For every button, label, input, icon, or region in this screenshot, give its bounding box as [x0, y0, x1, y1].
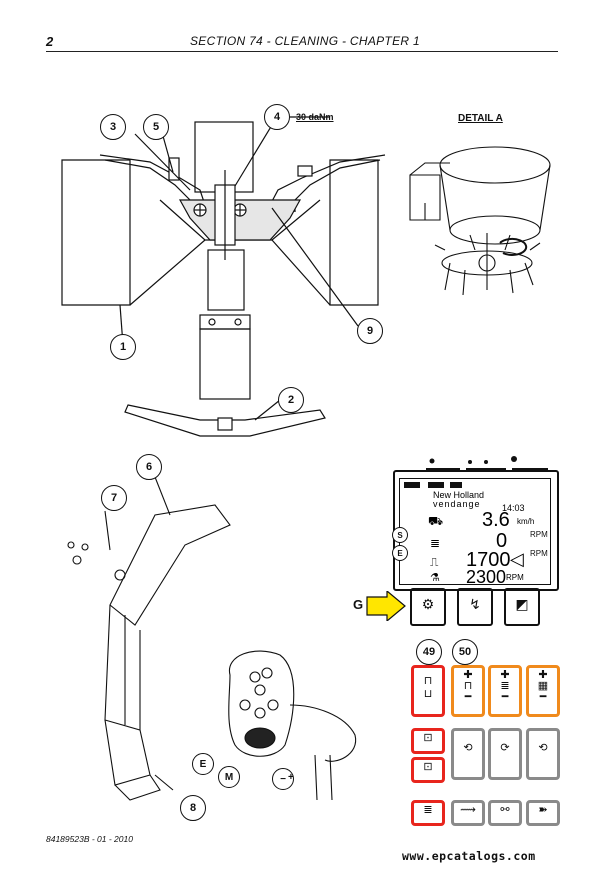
torque-label: 30 daNm [296, 112, 334, 122]
side-rpm-2: RPM [530, 549, 548, 558]
callout-3: 3 [100, 114, 126, 140]
rotor-icon: ⟲ [463, 742, 473, 754]
section-title: SECTION 74 - CLEANING - CHAPTER 1 [190, 34, 420, 48]
rotor-icon-2: ⟳ [500, 742, 510, 754]
control-grey-6[interactable]: ➽ [526, 800, 560, 826]
bin-icon: ⊡ [423, 732, 433, 744]
handle-label-plus: + [288, 772, 294, 783]
header-rule [46, 51, 558, 52]
plus-minus-icon: ✚⊓━ [463, 669, 473, 703]
selector-key-fan[interactable]: ↯ [457, 588, 493, 626]
housing-right [329, 159, 379, 306]
shaft-column-upper [194, 121, 254, 193]
g-arrow-icon [366, 591, 406, 621]
bin-icon-2: ⊡ [423, 761, 433, 773]
callout-49: 49 [416, 639, 442, 665]
control-orange-3[interactable]: ✚▦━ [526, 665, 560, 717]
plus-minus-icon-2: ✚≣━ [500, 669, 510, 703]
screen-bars [404, 482, 462, 488]
side-rpm-1: RPM [530, 530, 548, 539]
plus-minus-icon-3: ✚▦━ [537, 669, 549, 703]
rpm-unit: RPM [506, 573, 524, 582]
control-orange-1[interactable]: ✚⊓━ [451, 665, 485, 717]
fan-hub-diagram [61, 116, 386, 437]
control-orange-2[interactable]: ✚≣━ [488, 665, 522, 717]
screen-line-2: vendange [433, 499, 481, 509]
fan-icon: ⎍ [430, 555, 439, 569]
conveyor-icon: ≣ [430, 536, 441, 550]
badge-s: S [392, 527, 408, 543]
spout-up-icon: ⊓⊔ [423, 675, 433, 700]
monitor-display: New Holland vendange 14:03 ⛟ 3.6 km/h ≣ … [393, 470, 559, 591]
g-label: G [353, 597, 364, 612]
page-number: 2 [46, 34, 54, 49]
speed-unit: km/h [517, 517, 535, 526]
rotor-icon-3: ⟲ [538, 742, 548, 754]
spout-diagram [67, 476, 357, 801]
control-red-3[interactable]: ⊡ [411, 757, 445, 783]
callout-8: 8 [180, 795, 206, 821]
speed-value: 3.6 [482, 509, 510, 531]
callout-1: 1 [110, 334, 136, 360]
control-red-4[interactable]: ≣ [411, 800, 445, 826]
callout-50: 50 [452, 639, 478, 665]
link-icon: ⚯ [500, 804, 510, 816]
selector-key-cleaning[interactable]: ⚙ [410, 588, 446, 626]
row2-value: 0 [496, 530, 508, 552]
sensor-icon: ◩ [515, 596, 529, 612]
screen-time: 14:03 [502, 503, 525, 513]
harvester-icon: ⛟ [428, 514, 444, 528]
detail-a-fan-drawing [409, 146, 551, 296]
handle-label-m: M [218, 766, 240, 788]
detail-a-label: DETAIL A [458, 113, 503, 124]
control-grey-4[interactable]: ⟿ [451, 800, 485, 826]
housing-left [61, 159, 131, 306]
callout-2: 2 [278, 387, 304, 413]
auger-icon: ➽ [538, 804, 548, 816]
control-grey-3[interactable]: ⟲ [526, 728, 560, 780]
triangle-indicator-icon: ◁ [510, 549, 524, 569]
row4-value: 2300 [466, 567, 507, 587]
conveyor-icon-2: ≣ [423, 804, 433, 816]
handle-label-minus: − [272, 768, 294, 790]
monitor-screen: New Holland vendange 14:03 ⛟ 3.6 km/h ≣ … [399, 478, 551, 587]
belt-icon: ⟿ [460, 804, 476, 816]
control-red-2[interactable]: ⊡ [411, 728, 445, 754]
control-grey-1[interactable]: ⟲ [451, 728, 485, 780]
control-red-1[interactable]: ⊓⊔ [411, 665, 445, 717]
control-grey-5[interactable]: ⚯ [488, 800, 522, 826]
row3-value: 1700 [466, 549, 511, 571]
footer-doc-code: 84189523B - 01 - 2010 [46, 834, 133, 844]
fan-speed-icon: ↯ [469, 596, 481, 612]
screen-line-1: New Holland [433, 490, 485, 500]
callout-5: 5 [143, 114, 169, 140]
handle-label-e: E [192, 753, 214, 775]
callout-9: 9 [357, 318, 383, 344]
watermark: www.epcatalogs.com [402, 849, 536, 863]
callout-7: 7 [101, 485, 127, 511]
callout-6: 6 [136, 454, 162, 480]
selector-key-sensor[interactable]: ◩ [504, 588, 540, 626]
callout-4: 4 [264, 104, 290, 130]
control-grey-2[interactable]: ⟳ [488, 728, 522, 780]
cleaning-icon: ⚙ [421, 596, 435, 612]
tank-icon: ⚗ [430, 572, 440, 584]
badge-e: E [392, 545, 408, 561]
